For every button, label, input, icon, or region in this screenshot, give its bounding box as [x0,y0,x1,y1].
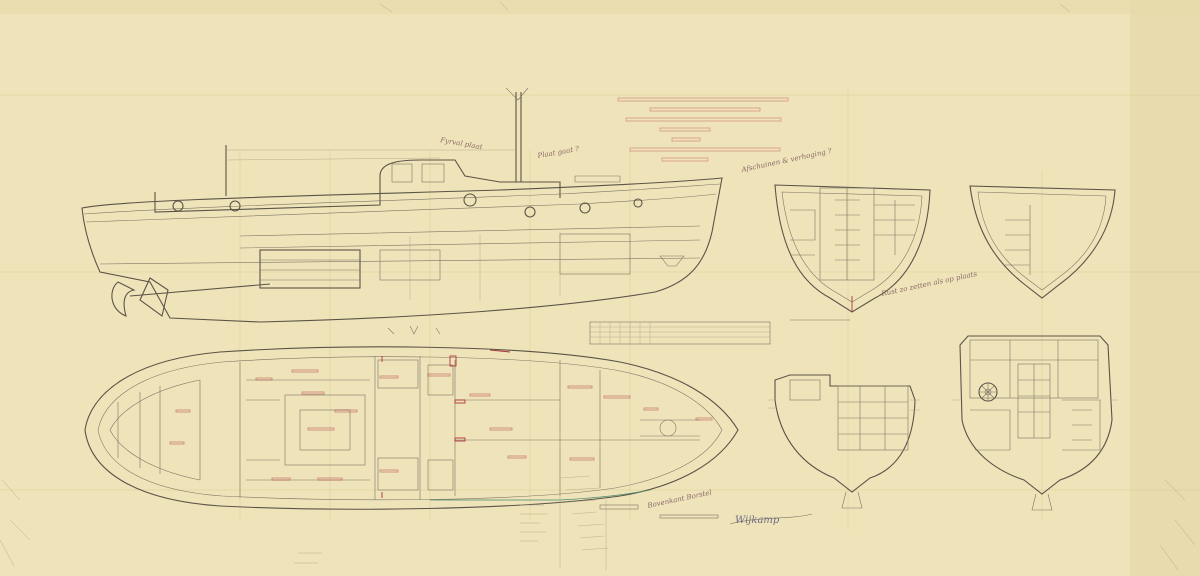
section-fwd-upper-view [969,185,1116,299]
wheelhouse-window-2 [421,163,445,183]
paper-edge-shade-right [1130,0,1200,576]
compass-marks [387,325,441,335]
section-fwd-lower-view [952,335,1118,511]
paper-edge-shade-top [0,0,1200,14]
porthole-5 [579,202,591,214]
section-aft-upper-view [774,184,931,313]
lower-notes: Wijkamp [294,470,813,570]
propeller-shaft [129,283,271,297]
porthole-6 [633,198,643,208]
cabin-trunk [154,159,561,213]
porthole-3 [463,193,477,207]
waterline [99,257,701,265]
wheelhouse-window-1 [391,163,413,183]
porthole-2 [229,200,241,212]
title-block [617,97,789,162]
section-aft-lower-view [768,374,920,509]
sheer-line [83,183,721,215]
side-elevation-view [81,87,723,323]
section-hull-2 [969,185,1116,299]
section-hull-1 [774,184,931,313]
section-hull-4 [959,335,1113,495]
edge-wear-bottom-left [0,479,31,567]
deck-plan-view [84,346,739,510]
deck-outline [84,346,739,510]
porthole-1 [172,200,184,212]
propeller [111,281,136,317]
scale-bar [589,319,850,345]
engine-block [259,249,361,289]
hull-profile [81,177,723,323]
porthole-4 [524,206,536,218]
edge-wear-top [379,1,1071,13]
rudder [139,277,169,317]
edge-wear-bottom-right [1159,479,1196,571]
signature: Wijkamp [735,515,780,526]
